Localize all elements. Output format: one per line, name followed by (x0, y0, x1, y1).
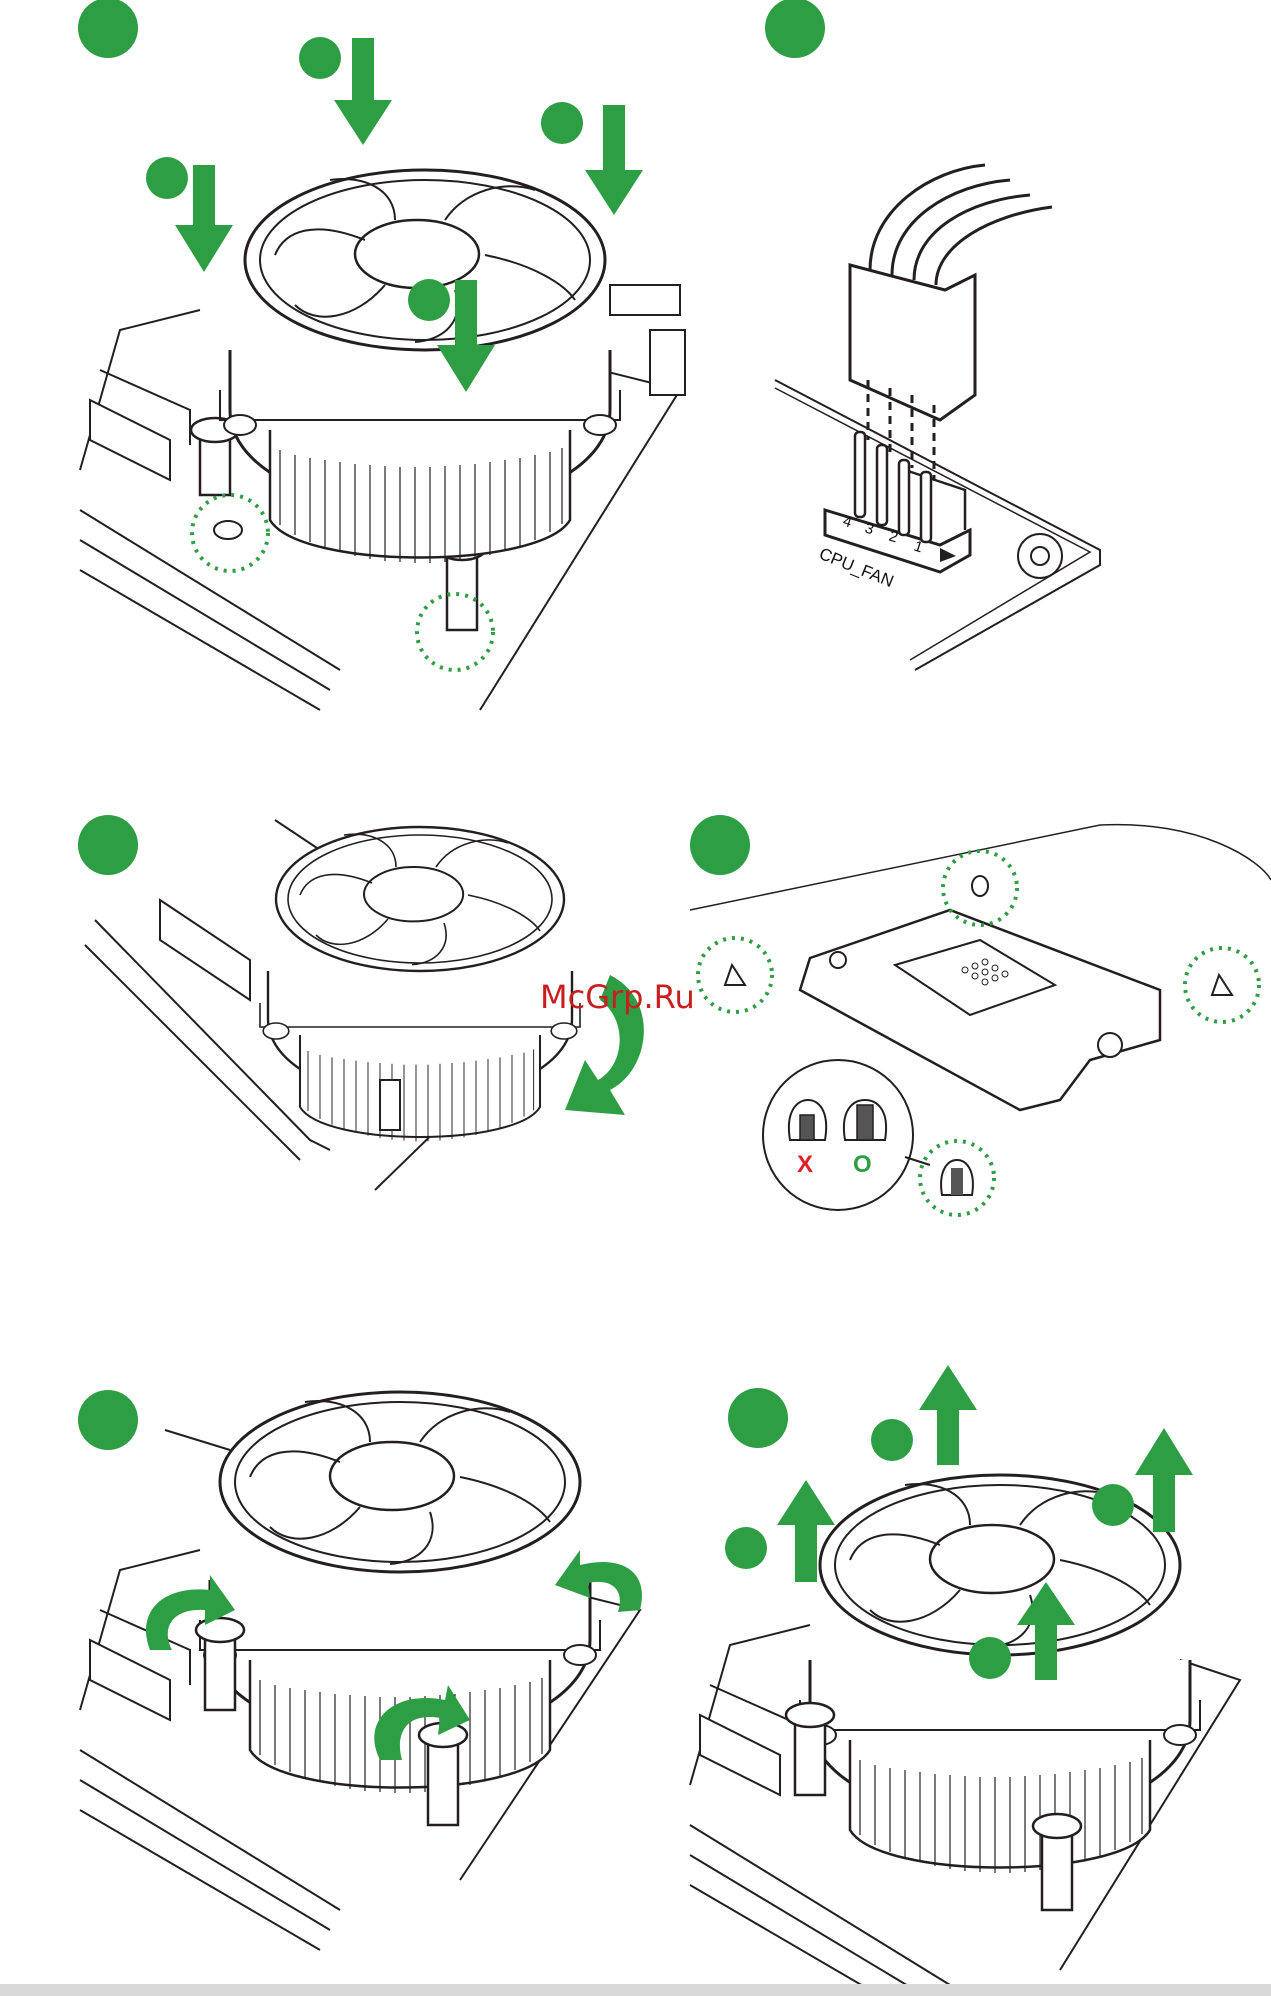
step-marker-icon (78, 1390, 138, 1450)
step-marker-icon (78, 815, 138, 875)
panel-6-lift-cooler (690, 1365, 1240, 1996)
step-marker-icon (690, 815, 750, 875)
step-marker-icon (725, 1527, 767, 1569)
step-marker-icon (541, 102, 583, 144)
down-arrow-icon (334, 38, 392, 145)
step-marker-icon (1092, 1484, 1134, 1526)
panel-5-turn-pins (78, 1390, 642, 1950)
panel-2-connect-fan: 4 3 2 1 CPU_FAN (765, 0, 1100, 670)
step-marker-icon (146, 157, 188, 199)
step-marker-icon (408, 279, 450, 321)
step-marker-icon (78, 0, 138, 58)
callout (763, 1060, 913, 1210)
step-marker-icon (871, 1419, 913, 1461)
right-mark: O (853, 1151, 872, 1178)
step-marker-icon (728, 1388, 788, 1448)
step-marker-icon (969, 1637, 1011, 1679)
page-footer-bar (0, 1984, 1271, 1996)
up-arrow-icon (919, 1365, 977, 1465)
step-marker-icon (299, 37, 341, 79)
panel-1-place-cooler (78, 0, 685, 710)
wrong-mark: X (797, 1151, 813, 1178)
pin-right-icon (844, 1100, 886, 1140)
watermark: McGrp.Ru (540, 978, 695, 1016)
panel-3-rotate: McGrp.Ru (78, 815, 695, 1190)
step-marker-icon (765, 0, 825, 58)
panel-4-pin-orientation: X O (690, 815, 1271, 1215)
down-arrow-icon (585, 105, 643, 215)
pin-wrong-icon (789, 1100, 826, 1140)
push-pin (191, 418, 242, 539)
